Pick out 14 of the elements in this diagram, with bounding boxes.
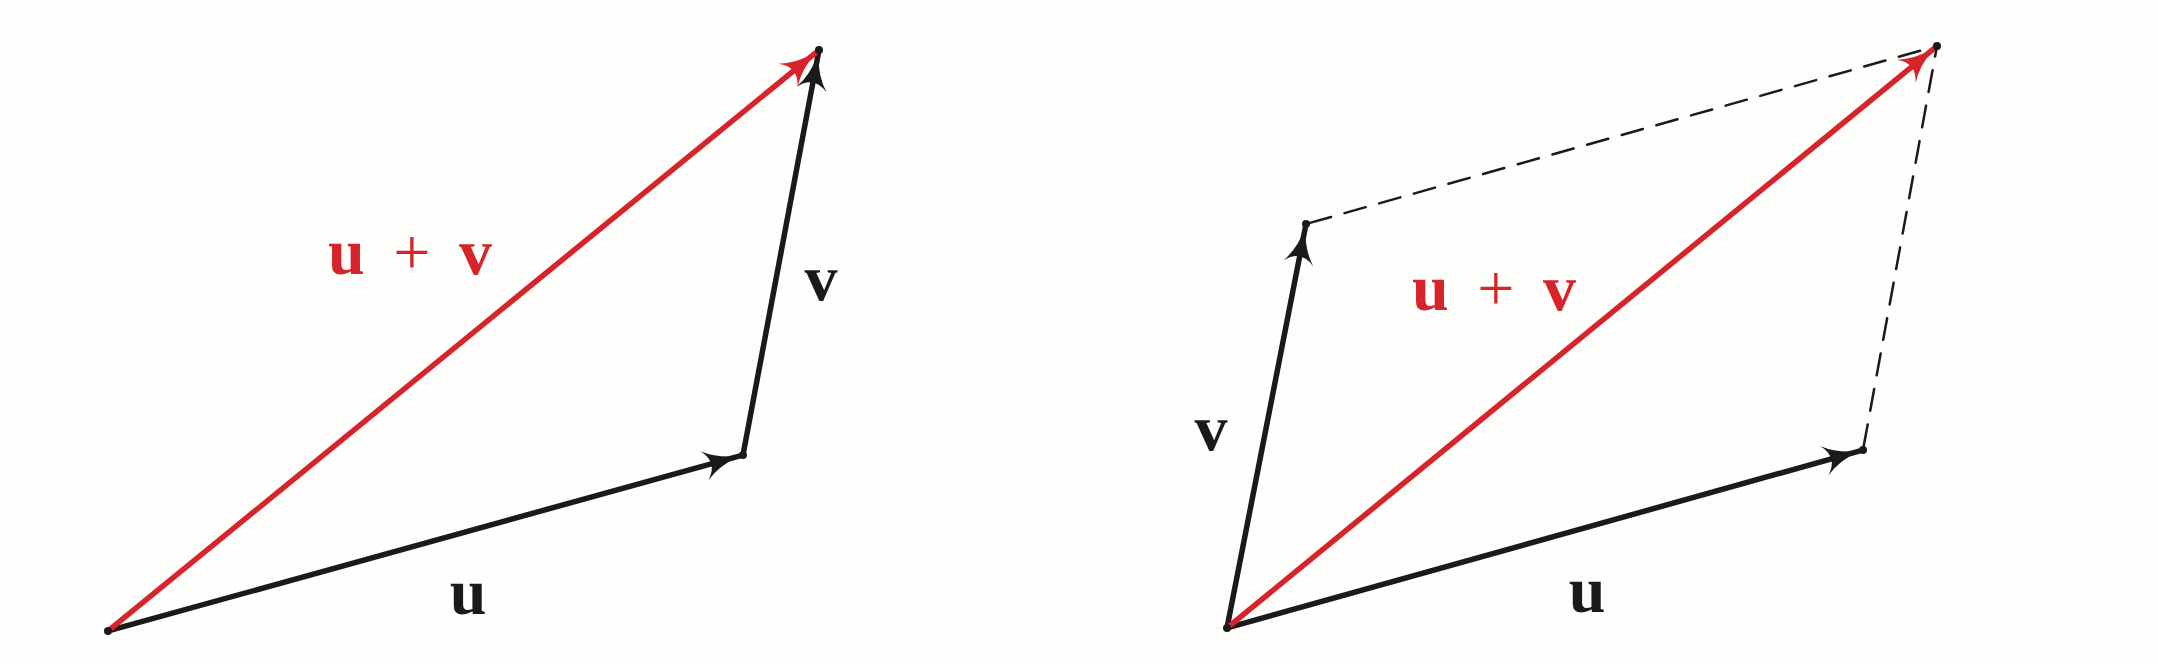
vector-label: u [1568, 557, 1606, 623]
vector-label: u [449, 559, 487, 625]
vector-point [1223, 624, 1231, 632]
vector-label: u + v [328, 219, 492, 285]
vector-point [739, 451, 747, 459]
vector-label: u + v [1412, 255, 1576, 321]
vector-point [1933, 42, 1941, 50]
vector-point [1302, 220, 1310, 228]
vector-label: v [804, 245, 838, 311]
vector-point [815, 46, 823, 54]
vector-point [1859, 446, 1867, 454]
dashed-line [1862, 48, 1938, 448]
vector-point [104, 627, 112, 635]
vector-label: v [1194, 395, 1228, 461]
